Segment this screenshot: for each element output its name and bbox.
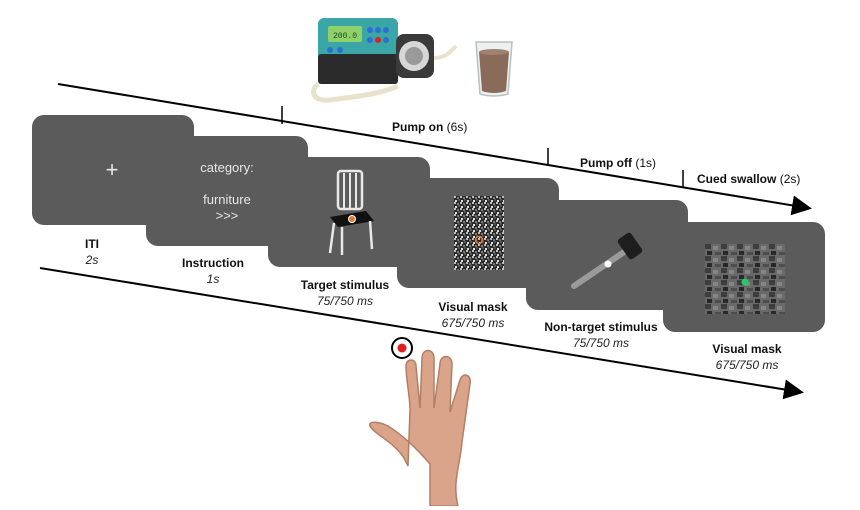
label-title: Non-target stimulus [544, 320, 658, 334]
fixation-cross: + [105, 157, 119, 182]
phase-duration: (2s) [779, 172, 801, 186]
label-title: Instruction [182, 256, 244, 270]
phase-name: Pump on [392, 120, 444, 134]
label-visual-mask-2: Visual mask 675/750 ms [697, 342, 797, 372]
phase-label-pump-on: Pump on (6s) [392, 120, 467, 134]
hand-icon [369, 349, 471, 506]
label-duration: 675/750 ms [441, 316, 505, 330]
fixation-target-icon [391, 337, 413, 359]
pump-icon: 200.0 [311, 18, 458, 103]
phase-duration: (1s) [635, 156, 657, 170]
label-duration: 2s [85, 253, 99, 267]
label-iti: ITI 2s [62, 237, 122, 267]
label-duration: 75/750 ms [572, 336, 630, 350]
phase-name: Cued swallow [697, 172, 777, 186]
hammer-icon [571, 232, 643, 289]
noise-mask [454, 196, 504, 270]
phase-name: Pump off [580, 156, 632, 170]
phase-label-pump-off: Pump off (1s) [580, 156, 656, 170]
pump-display-text: 200.0 [333, 32, 357, 41]
instruction-line-1: category: [200, 160, 254, 175]
glass-icon [475, 41, 513, 97]
chair-icon [328, 169, 374, 255]
label-instruction: Instruction 1s [168, 256, 258, 286]
screen-nontarget-stimulus [526, 200, 688, 310]
label-duration: 1s [206, 272, 220, 286]
scrambled-mask [705, 244, 785, 314]
phase-label-cued-swallow: Cued swallow (2s) [697, 172, 800, 186]
label-nontarget-stimulus: Non-target stimulus 75/750 ms [536, 320, 666, 350]
phase-duration: (6s) [446, 120, 468, 134]
bottom-timeline-arrow [39, 267, 804, 400]
label-visual-mask-1: Visual mask 675/750 ms [423, 300, 523, 330]
instruction-line-3: >>> [215, 208, 239, 223]
label-title: ITI [85, 237, 99, 251]
label-target-stimulus: Target stimulus 75/750 ms [290, 278, 400, 308]
instruction-line-2: furniture [203, 192, 251, 207]
label-duration: 75/750 ms [316, 294, 374, 308]
label-title: Visual mask [438, 300, 508, 314]
label-duration: 675/750 ms [715, 358, 779, 372]
label-title: Target stimulus [300, 278, 390, 292]
label-title: Visual mask [712, 342, 782, 356]
screen-visual-mask-2 [663, 222, 825, 332]
